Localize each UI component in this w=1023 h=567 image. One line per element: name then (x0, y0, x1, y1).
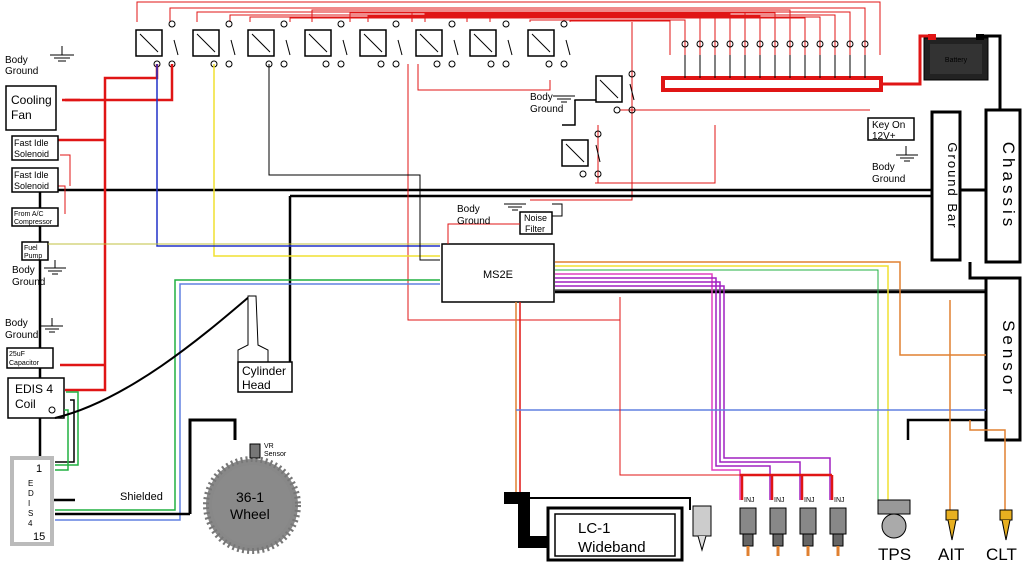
fuse-block (661, 40, 883, 92)
chassis-label: Chassis (999, 142, 1018, 230)
sensor-wires (515, 261, 1006, 510)
capacitor-box (6, 347, 54, 369)
edis-module-pin15: 15 (33, 531, 45, 543)
chassis-box (984, 108, 1022, 264)
relay (469, 20, 513, 68)
injector-power (619, 320, 834, 500)
battery: Battery (881, 34, 989, 86)
injector: INJ (829, 497, 847, 556)
ms2e-label: MS2E (483, 269, 513, 281)
from-ac-box (11, 207, 59, 227)
fast-idle-box-2 (11, 167, 59, 193)
fuel-pump-box (21, 241, 49, 261)
inj-label: INJ (744, 497, 755, 504)
relay (192, 20, 236, 68)
sensor-label: Sensor (999, 320, 1018, 398)
ground-chassis: Ground Bar Chassis Sensor (930, 34, 1022, 442)
edis-signal-wires (54, 279, 440, 521)
clt-label: CLT (986, 545, 1017, 564)
edis-module-box (10, 456, 54, 546)
ground-bar-label: Ground Bar (945, 142, 960, 229)
key-on-box (867, 117, 915, 141)
signal-wires (48, 64, 440, 261)
ait-sensor: AIT (938, 509, 964, 564)
left-power-lines (55, 64, 174, 392)
relay (304, 20, 348, 68)
injector: INJ (739, 497, 757, 556)
sensor-box (984, 276, 1022, 442)
relay-feed-lines (136, 1, 881, 201)
cooling-fan-box (5, 85, 57, 131)
inj-label: INJ (804, 497, 815, 504)
relay (135, 20, 179, 68)
ground-bus (38, 188, 986, 502)
ait-label: AIT (938, 545, 964, 564)
clt-sensor: CLT (986, 509, 1017, 564)
battery-label: Battery (945, 57, 968, 64)
edis-module-pin1: 1 (36, 463, 42, 475)
ground-bar (930, 110, 962, 262)
relay (247, 20, 291, 68)
inj-label: INJ (774, 497, 785, 504)
relay (527, 20, 571, 68)
ms2e-box (441, 243, 555, 303)
injector: INJ (769, 497, 787, 556)
tps-sensor: TPS (877, 499, 911, 564)
injector: INJ (799, 497, 817, 556)
vr-sensor-icon (249, 443, 261, 459)
tps-label: TPS (878, 545, 911, 564)
fast-idle-box-1 (11, 135, 59, 161)
coil-terminal (48, 406, 56, 414)
inj-label: INJ (834, 497, 845, 504)
control-relays (553, 70, 636, 178)
relay (359, 20, 403, 68)
injectors: INJ INJ INJ INJ (739, 497, 847, 556)
relay (415, 20, 459, 68)
relay-bank (135, 20, 571, 68)
thin-red-lines (58, 64, 870, 321)
shielded-label: Shielded (120, 491, 163, 503)
